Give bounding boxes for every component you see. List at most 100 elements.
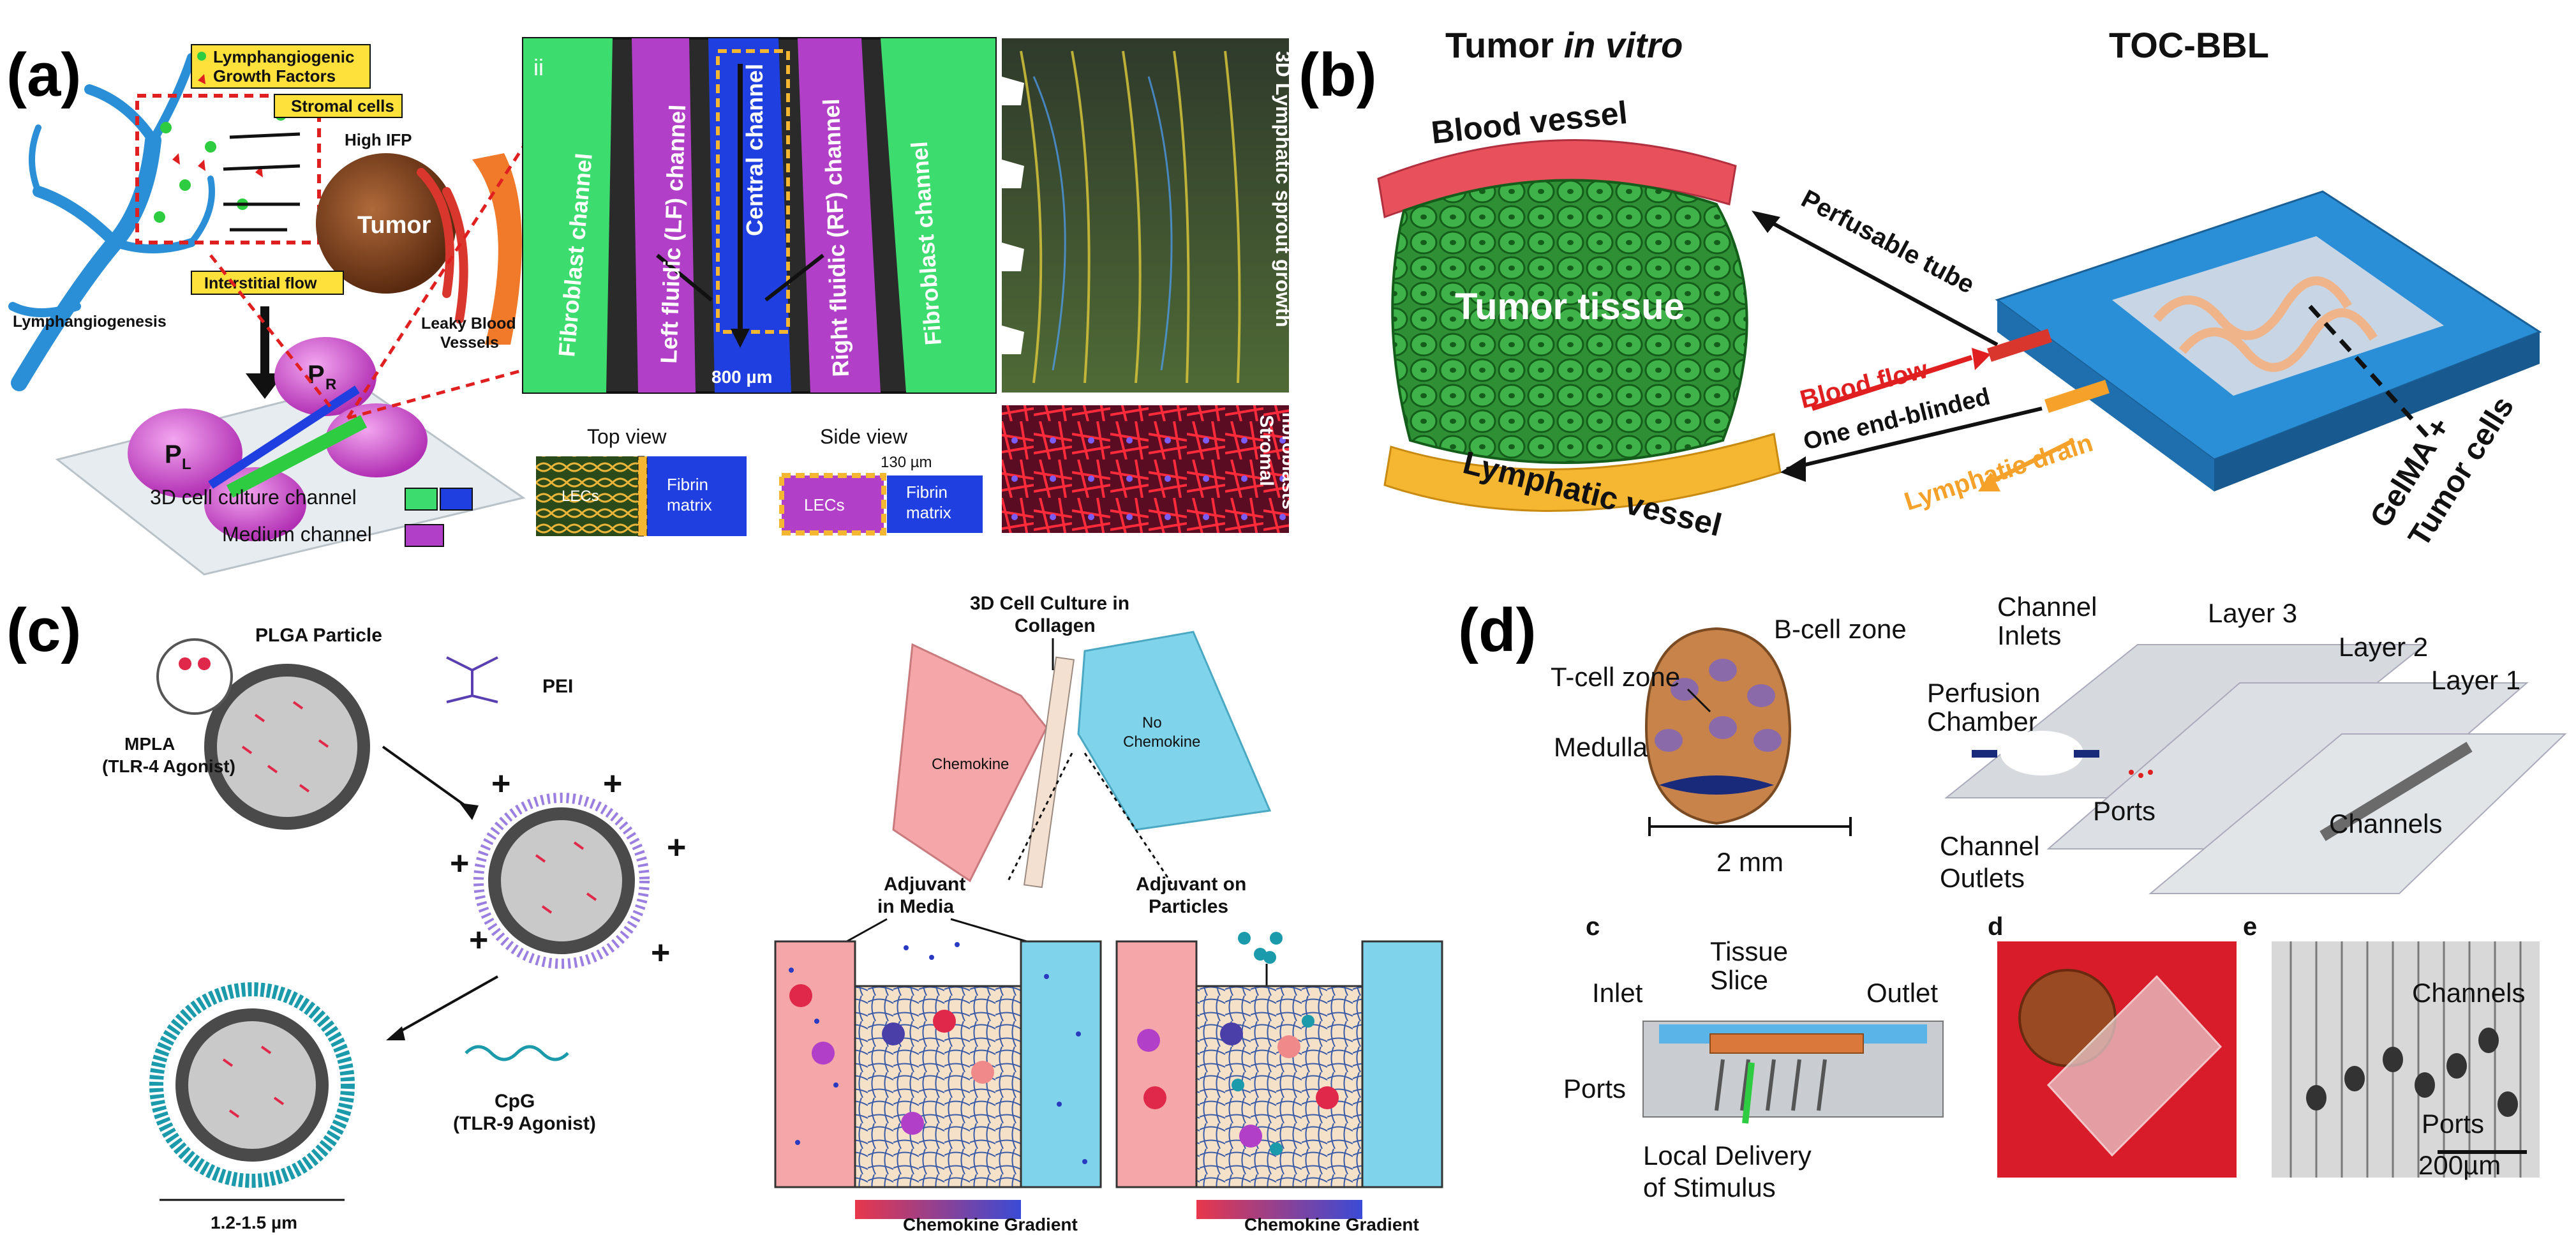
interstitial-flow-label: Interstitial flow [204, 274, 317, 292]
sprout-fibers [1020, 50, 1241, 384]
zoom-dotted-1 [1007, 752, 1073, 881]
height-130-label: 130 µm [881, 454, 932, 471]
leaky-label-2: Vessels [440, 334, 499, 352]
perfusion-label-1: Perfusion [1927, 678, 2040, 708]
panel-a-letter: (a) [6, 41, 81, 109]
well-pr-sub: R [325, 376, 336, 393]
tumor-side-tissue [472, 153, 522, 345]
cpg-coated-particle [149, 982, 355, 1188]
channels-bundle [2319, 742, 2473, 841]
plus-signs: +++ +++ [450, 765, 686, 971]
media-dots [789, 942, 1087, 1164]
high-ifp-label: High IFP [345, 130, 412, 149]
particles-cells [1137, 1015, 1339, 1155]
stromal-cells-box: Stromal cells [274, 94, 403, 118]
panel-d-letter: (d) [1458, 596, 1537, 664]
local-delivery-2: of Stimulus [1643, 1172, 1776, 1202]
central-channel-label: Central channel [741, 64, 768, 236]
panel-d: (d) B-cell zone T-cell zone Medulla 2 mm… [1458, 592, 2567, 1202]
ports-c-label: Ports [1563, 1074, 1626, 1104]
no-label: No [1142, 714, 1162, 731]
side-fibrin-2: matrix [906, 503, 951, 522]
one-end-arrow [1786, 407, 2043, 471]
red-tube [1987, 329, 2052, 362]
layer-2-label: Layer 2 [2339, 632, 2428, 662]
legend-blue-swatch [440, 488, 473, 511]
panel-c: (c) PLGA Particle MPLA (TLR-4 Agonist) P… [6, 593, 1443, 1234]
inlet-label: Inlet [1592, 978, 1643, 1008]
side-view-lecs [779, 473, 886, 535]
particles-right-well [1361, 940, 1443, 1188]
tissue-label-2: Slice [1710, 965, 1768, 995]
tissue-label-1: Tissue [1710, 936, 1788, 966]
lymphangiogenic-label: Lymphangiogenic [213, 47, 355, 66]
growth-factors-label: Growth Factors [213, 66, 336, 86]
lymphangiogenic-box: Lymphangiogenic Growth Factors [191, 44, 371, 89]
perfusion-hole [2000, 731, 2083, 775]
collagen-channel [1023, 656, 1075, 888]
scale-2mm-bar [1648, 817, 1852, 836]
gelma-pointer [2308, 304, 2433, 442]
top-view-lecs [536, 456, 644, 536]
pei-coated-particle [473, 793, 650, 969]
scale-800-label: 800 µm [711, 367, 773, 387]
lymph-drain-arrow [1983, 438, 2075, 488]
arrow-to-cpg [395, 975, 498, 1035]
local-delivery-1: Local Delivery [1643, 1141, 1812, 1171]
svg-text:+: + [491, 765, 510, 802]
tumor-mass [316, 153, 456, 294]
outlets-label-2: Outlets [1940, 863, 2025, 893]
scale-2mm-label: 2 mm [1716, 847, 1783, 877]
plga-particle [204, 664, 370, 830]
chemokine-chamber [892, 643, 1048, 883]
legend-3d-label: 3D cell culture channel [150, 486, 357, 509]
toc-channel-2 [2178, 308, 2378, 372]
sprout-label: 3D Lymphatic sprout growth [1272, 51, 1295, 327]
channels-label: Channels [2329, 809, 2442, 839]
ports-dots [2129, 770, 2153, 778]
media-right-well [1020, 940, 1102, 1188]
svg-text:+: + [651, 934, 670, 971]
title-toc-bbl: TOC-BBL [2109, 25, 2269, 65]
panel-a: (a) Lympha [6, 37, 1299, 576]
particles-collagen [1195, 985, 1364, 1188]
arrow-to-coated [382, 745, 473, 812]
side-view-label: Side view [820, 425, 908, 448]
well-pr-label: P [308, 361, 325, 389]
tumor-tissue-block [1391, 179, 1748, 464]
interstitial-flow-arrows [223, 132, 301, 232]
micrograph [2272, 941, 2540, 1178]
outlets-label-1: Channel [1940, 831, 2039, 861]
ports-e-label: Ports [2422, 1109, 2484, 1139]
port-columns [1715, 1059, 1827, 1111]
toc-chip-side-1 [1997, 300, 2214, 491]
top-view-label: Top view [587, 425, 667, 448]
no-chemokine-label: Chemokine [1123, 733, 1200, 751]
inlets-label-1: Channel [1997, 592, 2097, 622]
sprout-markers [1002, 77, 1024, 354]
sub-c-label: c [1586, 913, 1600, 941]
gradient-bar-2 [1196, 1200, 1362, 1219]
lymphatic-vessel-tree [8, 53, 215, 391]
culture-title-2: Collagen [1015, 615, 1096, 636]
leaky-blood-vessels [417, 168, 468, 324]
side-fibrin-1: Fibrin [906, 483, 948, 502]
lymphangiogenesis-label: Lymphangiogenesis [13, 313, 167, 331]
stromal-label-2: fibroblasts [1278, 412, 1299, 509]
gradient-label-2: Chemokine Gradient [1244, 1215, 1419, 1234]
size-label: 1.2-1.5 µm [211, 1213, 297, 1232]
panel-b-letter: (b) [1299, 41, 1377, 109]
well-pl-sub: L [182, 456, 191, 473]
zoom-region-box [135, 94, 321, 244]
medulla-region [1659, 775, 1774, 795]
well-pl-label: P [165, 440, 182, 468]
layer-3-label: Layer 3 [2208, 598, 2297, 628]
b-cell-follicles [1655, 659, 1782, 752]
top-fibrin-2: matrix [667, 495, 712, 514]
scale-200-label: 200µm [2418, 1150, 2501, 1180]
top-view-fibrin [644, 456, 747, 536]
adj-media-1: Adjuvant [884, 874, 965, 895]
perfusable-label: Perfusable tube [1797, 184, 1979, 299]
gradient-label-1: Chemokine Gradient [903, 1215, 1078, 1234]
